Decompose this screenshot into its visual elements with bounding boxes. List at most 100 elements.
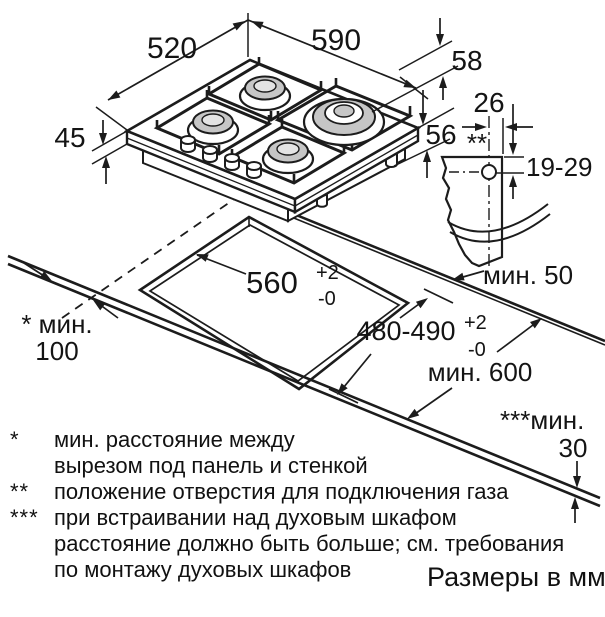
dim-560-tol-minus: -0 [318,288,336,310]
cutout-dimensions [23,254,581,523]
hob-glass-edge-line-right [294,134,419,207]
knob-4-top [246,161,262,171]
footnote-3-line-3: по монтажу духовых шкафов [54,557,352,582]
dim-600-label: мин. 600 [428,357,533,387]
dim-1929-arrow-up [509,175,517,187]
dim-100-line-a [23,262,45,277]
dim-58-arrow-up [439,76,447,88]
footnote-2-marker: ** [10,479,30,504]
dim-520-arrow-near [232,21,245,31]
dim-26-arrow-right [505,123,517,131]
dim-min50-arrow [452,272,465,281]
dim-58-arrow-down [436,34,444,46]
dim-45-ext-upper [91,130,128,152]
dim-56-ext-lower [393,138,451,167]
dim-520-ext [95,106,128,131]
gas-connection-detail [440,104,551,268]
knob-3-top [224,153,240,163]
footnotes: * мин. расстояние между вырезом под пане… [10,427,602,583]
hob-dimensions [91,13,459,184]
dim-520-arrow-far [108,90,121,100]
cutout-inner [148,224,401,383]
burner-left [186,109,240,146]
dim-45-ext-lower [91,143,128,165]
dim-480-tol-minus: -0 [468,339,486,361]
break-arc-1 [447,203,549,233]
dim-26-label: 26 [473,87,504,118]
dim-56-arrow-down [419,113,427,125]
dim-480-line-b [399,303,420,319]
dim-1929-label: 19-29 [526,152,593,182]
dim-590-label: 590 [311,24,361,57]
footnote-3-line-2: расстояние должно быть больше; см. требо… [54,531,565,556]
cutout-outer [137,215,411,391]
burner-wok [302,97,386,147]
hob-glass-edge-line-left [126,137,296,207]
dim-58-ext-upper [398,40,453,71]
dim-600-line-b [496,324,534,353]
dim-480-label: 480-490 [356,316,455,346]
dim-30-label-2: 30 [559,433,588,463]
dim-100-label-1: * мин. [21,309,92,339]
dim-520-line [107,19,249,101]
dim-45-arrow-up [102,156,110,168]
cutout-dimension-labels: 560 +2 -0 480-490 +2 -0 мин. 50 мин. 600… [21,260,587,463]
wall-dashed-line [61,190,247,319]
footnote-3-line-1: при встраивании над духовым шкафом [54,505,457,530]
footnote-3: *** при встраивании над духовым шкафом р… [10,505,602,583]
footnote-1: * мин. расстояние между вырезом под пане… [10,427,602,479]
dim-520-label: 520 [147,32,197,65]
dim-30-label-1: ***мин. [500,405,584,435]
control-knobs [180,135,262,179]
dim-min50-label: мин. 50 [483,260,573,290]
gas-bracket-outline [440,155,504,268]
gas-detail-labels: 26 ** 19-29 [467,87,593,182]
dim-600-arrow-up [530,318,542,329]
dim-480-tol-plus: +2 [464,312,487,334]
dim-56-ext-upper [417,107,455,129]
dim-480-ext-b [328,388,359,404]
footnote-1-line-2: вырезом под панель и стенкой [54,453,368,478]
dim-590-line [247,19,417,89]
footnote-1-text: мин. расстояние между вырезом под панель… [54,427,368,479]
hob-dimension-labels: 520 590 45 58 56 [54,24,482,153]
dim-30-arrow-down [573,476,581,488]
cutout-outline [137,215,411,391]
dim-45-label: 45 [54,122,85,153]
burners [186,75,386,175]
dim-560-arrow [196,254,209,262]
footnote-2-text: положение отверстия для подключения газа [54,479,509,505]
burner-back [238,75,292,112]
dim-45-arrow-down [99,133,107,145]
footnote-2-line-1: положение отверстия для подключения газа [54,479,509,504]
dim-30-arrow-up [571,497,579,509]
dim-100-arrow-a [39,271,52,281]
dim-56-label: 56 [425,119,456,150]
gas-marker-label: ** [467,128,487,158]
burner-front [261,138,315,175]
dim-480-arrow-up [415,298,428,309]
dim-58-label: 58 [451,45,482,76]
footnote-1-line-1: мин. расстояние между [54,427,295,452]
units-note: Размеры в мм [427,562,605,592]
footnote-3-marker: *** [10,505,39,530]
dim-26-arrow-left [475,123,487,131]
break-arc-2 [449,213,551,243]
worktop-back-edge-inner [234,193,605,346]
hob-illustration [124,57,421,223]
dim-58-ext-lower [371,65,459,113]
footnote-3-text: при встраивании над духовым шкафом расст… [54,505,564,583]
knob-1-top [180,135,196,145]
dim-56-arrow-up [423,150,431,162]
dim-100-label-2: 100 [35,336,78,366]
dim-100-arrow-b [93,300,105,311]
dim-560-label: 560 [246,265,298,300]
dim-590-arrow-near [251,21,264,30]
footnote-2: ** положение отверстия для подключения г… [10,479,602,505]
dim-600-arrow-down [407,408,420,419]
gas-hole [481,164,497,180]
dim-480-arrow-down [337,383,348,395]
dim-480-ext-a [423,288,454,304]
